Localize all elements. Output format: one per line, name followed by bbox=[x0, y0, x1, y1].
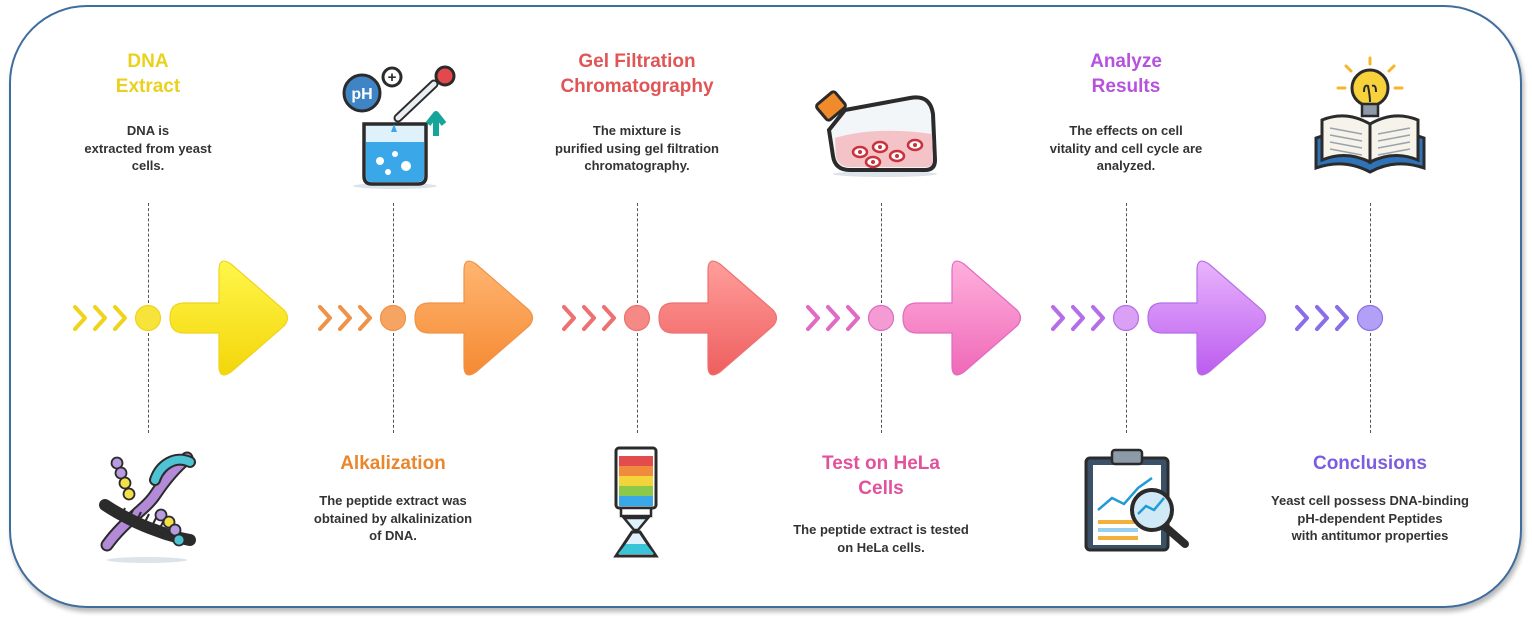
step-description: Yeast cell possess DNA-binding pH-depende… bbox=[1250, 492, 1490, 545]
connector-line-lower bbox=[393, 333, 394, 433]
step-description: The mixture is purified using gel filtrat… bbox=[517, 122, 757, 175]
flow-arrow bbox=[169, 260, 289, 376]
connector-line-lower bbox=[1370, 333, 1371, 433]
step-title-line: Extract bbox=[115, 76, 181, 97]
connector-line-upper bbox=[637, 203, 638, 303]
step-title-line: Conclusions bbox=[1312, 453, 1427, 474]
step-description: The peptide extract was obtained by alkal… bbox=[273, 492, 513, 545]
step-description-line: analyzed. bbox=[1096, 158, 1156, 173]
connector-line-upper bbox=[1126, 203, 1127, 303]
chevron-mark bbox=[93, 305, 107, 331]
step-description-line: purified using gel filtration bbox=[555, 140, 719, 156]
chevron-mark bbox=[582, 305, 596, 331]
chromatography-column-icon bbox=[613, 446, 659, 558]
step-description: The peptide extract is tested on HeLa cel… bbox=[761, 521, 1001, 556]
connector-line-upper bbox=[881, 203, 882, 303]
timeline-node bbox=[867, 304, 895, 332]
step-title-line: Gel Filtration bbox=[578, 51, 696, 72]
step-description-line: The effects on cell bbox=[1069, 123, 1183, 138]
connector-line-upper bbox=[1370, 203, 1371, 303]
chevron-mark bbox=[1091, 305, 1105, 331]
connector-line-lower bbox=[1126, 333, 1127, 433]
chevron-mark bbox=[1295, 305, 1309, 331]
dna-helix-icon bbox=[99, 451, 196, 563]
clipboard-magnifier-icon bbox=[1084, 448, 1189, 552]
chevron-mark bbox=[1071, 305, 1085, 331]
connector-line-lower bbox=[148, 333, 149, 433]
flow-arrow bbox=[658, 260, 778, 376]
step-title: Alkalization bbox=[283, 451, 503, 476]
step-description-line: Yeast cell possess DNA-binding bbox=[1271, 493, 1469, 508]
step-description-line: pH-dependent Peptides bbox=[1297, 510, 1443, 526]
step-description-line: of DNA. bbox=[369, 528, 417, 543]
chevron-mark bbox=[846, 305, 860, 331]
open-book-lightbulb-icon bbox=[1314, 56, 1426, 174]
connector-line-upper bbox=[148, 203, 149, 303]
step-title-line: Chromatography bbox=[560, 76, 714, 97]
step-description-line: with antitumor properties bbox=[1291, 528, 1449, 543]
chevron-mark bbox=[73, 305, 87, 331]
timeline-node bbox=[623, 304, 651, 332]
step-description-line: chromatography. bbox=[584, 158, 690, 173]
chevron-mark bbox=[113, 305, 127, 331]
timeline-node bbox=[379, 304, 407, 332]
step-title-line: Analyze bbox=[1090, 51, 1162, 72]
timeline-node bbox=[1356, 304, 1384, 332]
step-title: Conclusions bbox=[1260, 451, 1480, 476]
flow-arrow bbox=[414, 260, 534, 376]
chevron-mark bbox=[318, 305, 332, 331]
chevron-mark bbox=[338, 305, 352, 331]
connector-line-upper bbox=[393, 203, 394, 303]
step-description-line: DNA is bbox=[126, 123, 170, 138]
step-title-line: DNA bbox=[127, 51, 169, 72]
step-description-line: on HeLa cells. bbox=[837, 539, 925, 555]
chevron-mark bbox=[1051, 305, 1065, 331]
step-description: DNA is extracted from yeast cells. bbox=[28, 122, 268, 175]
chevron-mark bbox=[358, 305, 372, 331]
cell-culture-flask-icon bbox=[815, 90, 938, 177]
step-description: The effects on cell vitality and cell cyc… bbox=[1006, 122, 1246, 175]
chevron-mark bbox=[826, 305, 840, 331]
flow-arrow bbox=[1147, 260, 1267, 376]
step-title-line: Results bbox=[1091, 76, 1161, 97]
timeline-node bbox=[134, 304, 162, 332]
chevron-mark bbox=[1335, 305, 1349, 331]
step-description-line: extracted from yeast bbox=[84, 140, 212, 156]
connector-line-lower bbox=[881, 333, 882, 433]
chevron-mark bbox=[562, 305, 576, 331]
chevron-mark bbox=[806, 305, 820, 331]
step-description-line: cells. bbox=[131, 158, 165, 173]
plus-label: + bbox=[388, 69, 397, 86]
connector-line-lower bbox=[637, 333, 638, 433]
timeline-node bbox=[1112, 304, 1140, 332]
ph-beaker-dropper-icon: pH + bbox=[342, 65, 456, 189]
step-title-line: Alkalization bbox=[340, 453, 446, 474]
chevron-mark bbox=[1315, 305, 1329, 331]
step-description-line: The peptide extract was bbox=[319, 493, 467, 508]
chevron-mark bbox=[602, 305, 616, 331]
ph-label: pH bbox=[351, 86, 372, 103]
step-title: DNA Extract bbox=[38, 49, 258, 99]
step-description-line: obtained by alkalinization bbox=[313, 510, 473, 526]
step-title-line: Test on HeLa bbox=[822, 453, 940, 474]
step-description-line: vitality and cell cycle are bbox=[1049, 140, 1203, 156]
flow-arrow bbox=[902, 260, 1022, 376]
step-title-line: Cells bbox=[858, 478, 904, 499]
step-description-line: The peptide extract is tested bbox=[793, 522, 969, 537]
step-description-line: The mixture is bbox=[592, 123, 682, 138]
